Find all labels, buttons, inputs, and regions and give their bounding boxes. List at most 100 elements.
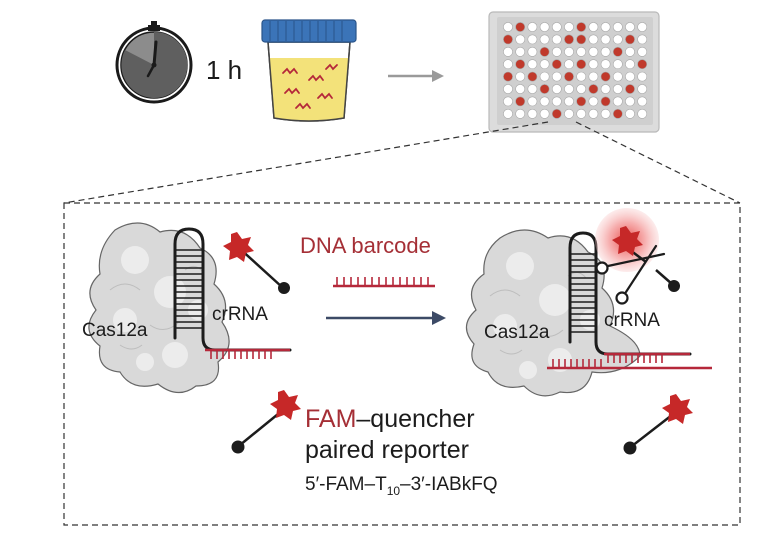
plate-well <box>625 22 635 32</box>
plate-well <box>539 108 550 119</box>
fam-word: FAM <box>305 405 356 433</box>
plate-well <box>637 96 648 107</box>
reporter-sequence: 5′-FAM–T10–3′-IABkFQ <box>305 474 498 498</box>
detail-panel <box>63 202 741 526</box>
plate-well <box>527 84 538 94</box>
plate-well <box>503 59 513 70</box>
plate-well-positive <box>588 84 599 94</box>
plate-well <box>551 46 562 57</box>
plate-well-positive <box>539 84 550 94</box>
plate-well <box>515 108 526 119</box>
plate-well <box>551 84 562 94</box>
plate-well <box>588 46 599 57</box>
plate-well-positive <box>564 71 574 82</box>
dna-barcode-strand <box>333 277 435 288</box>
plate-well <box>612 71 623 82</box>
fam-reporter-cleaved <box>612 226 680 292</box>
plate-well <box>588 71 599 82</box>
plate-well <box>503 46 513 57</box>
cas12a-label-right: Cas12a <box>484 322 550 343</box>
plate-well <box>527 108 538 119</box>
plate-well <box>564 108 574 119</box>
plate-well <box>600 84 611 94</box>
reaction-arrow <box>326 311 446 325</box>
plate-well <box>588 34 599 45</box>
time-label: 1 h <box>206 55 242 85</box>
plate-well-positive <box>576 96 587 107</box>
quencher-word: –quencher <box>356 405 474 433</box>
plate-well <box>527 96 538 107</box>
plate-well <box>551 22 562 32</box>
cas12a-label-left: Cas12a <box>82 320 148 341</box>
plate-well <box>564 59 574 70</box>
plate-well <box>527 59 538 70</box>
plate-well <box>503 84 513 94</box>
cas12a-protein-left <box>88 222 230 394</box>
plate-well <box>637 71 648 82</box>
plate-well-positive <box>625 84 635 94</box>
plate-well-positive <box>576 59 587 70</box>
plate-well-positive <box>503 71 513 82</box>
plate-well <box>503 96 513 107</box>
plate-well <box>527 46 538 57</box>
plate-well <box>600 34 611 45</box>
plate-well-positive <box>612 46 623 57</box>
plate-well <box>564 96 574 107</box>
plate-well-positive <box>564 34 574 45</box>
plate-well <box>551 96 562 107</box>
plate-well-positive <box>551 108 562 119</box>
plate-well <box>600 59 611 70</box>
plate-well-positive <box>515 59 526 70</box>
plate-well <box>625 108 635 119</box>
plate-well-positive <box>515 22 526 32</box>
plate-well <box>539 22 550 32</box>
plate-well <box>539 71 550 82</box>
step-arrow <box>388 70 444 82</box>
plate-well <box>576 46 587 57</box>
plate-well <box>637 84 648 94</box>
plate-well <box>588 59 599 70</box>
plate-well-positive <box>551 59 562 70</box>
plate-well <box>625 96 635 107</box>
plate-well <box>625 71 635 82</box>
sequence-prefix: 5′-FAM–T <box>305 474 387 495</box>
plate-well <box>637 34 648 45</box>
plate-well <box>588 22 599 32</box>
plate-well <box>539 34 550 45</box>
plate-well <box>564 46 574 57</box>
plate-well <box>515 34 526 45</box>
plate-well <box>588 108 599 119</box>
crrna-hairpin-left <box>173 227 292 359</box>
plate-well <box>515 46 526 57</box>
plate-well-positive <box>576 34 587 45</box>
clock-icon <box>115 21 193 104</box>
sequence-subscript: 10 <box>387 484 401 498</box>
plate-well <box>612 96 623 107</box>
plate-well <box>612 59 623 70</box>
crrna-label-right: crRNA <box>604 310 660 331</box>
reporter-title: FAM–quencher <box>305 405 475 433</box>
plate-well <box>600 22 611 32</box>
plate-well-positive <box>539 46 550 57</box>
plate-well <box>515 84 526 94</box>
plate-well <box>588 96 599 107</box>
sample-cup-icon <box>261 19 357 122</box>
plate-well-positive <box>576 22 587 32</box>
well-plate <box>488 11 660 133</box>
fam-reporter-free-right <box>623 394 693 455</box>
fam-reporter-left <box>223 232 290 294</box>
plate-well-positive <box>600 71 611 82</box>
plate-well <box>564 22 574 32</box>
plate-well <box>527 34 538 45</box>
plate-well <box>527 22 538 32</box>
plate-well <box>600 108 611 119</box>
fam-reporter-free <box>231 390 301 454</box>
plate-well-positive <box>600 96 611 107</box>
plate-well <box>503 108 513 119</box>
crrna-hairpin-right <box>568 231 692 356</box>
plate-well <box>600 46 611 57</box>
plate-well <box>515 71 526 82</box>
plate-well-positive <box>612 108 623 119</box>
plate-well <box>503 22 513 32</box>
